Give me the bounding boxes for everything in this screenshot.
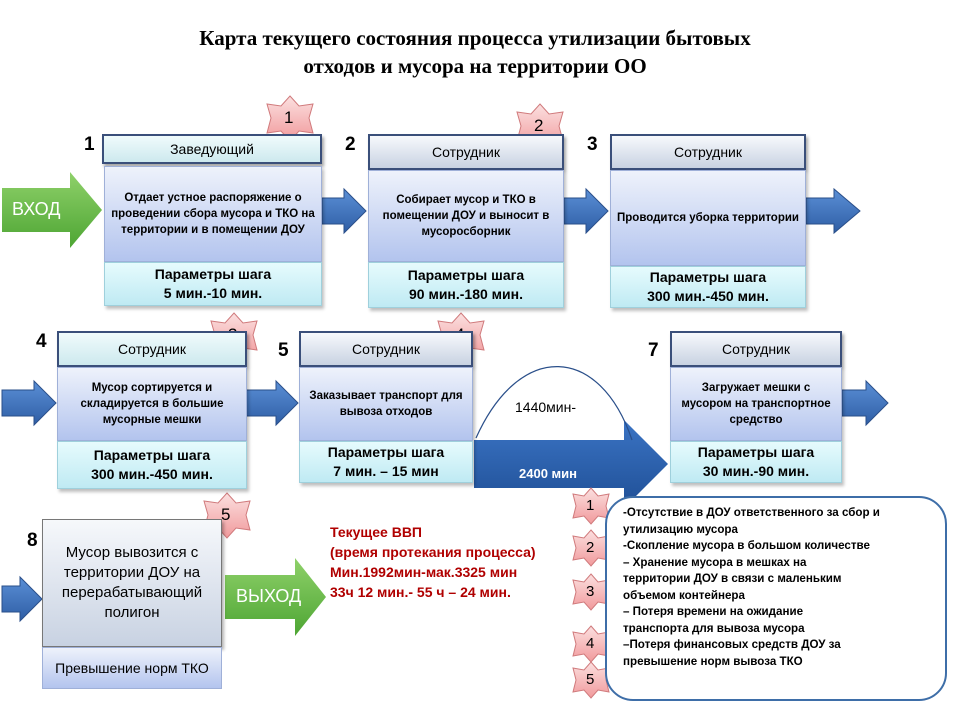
- step-4-action: Мусор сортируется и складируется в больш…: [57, 367, 247, 441]
- step-number-2: 2: [345, 134, 356, 155]
- star-step-8-number: 5: [221, 505, 231, 524]
- flow-arrow-3-out: [805, 187, 861, 235]
- wait-arrow: [474, 420, 668, 508]
- title-line-1: Карта текущего состояния процесса утилиз…: [199, 26, 751, 50]
- flow-arrow-in-8: [1, 575, 43, 623]
- problem-line: объемом контейнера: [623, 588, 745, 602]
- flow-arrow-in-4: [1, 379, 57, 427]
- cycle-time-line-3: Мин.1992мин-мак.3325 мин: [330, 564, 518, 580]
- star-step-2-number: 2: [534, 116, 544, 135]
- step-4-time: 300 мин.-450 мин.: [91, 466, 213, 482]
- step-2-role: Сотрудник: [368, 134, 564, 170]
- step-number-5: 5: [278, 340, 289, 361]
- step-7-role: Сотрудник: [670, 331, 842, 367]
- step-1-params-label: Параметры шага: [154, 266, 272, 282]
- flow-arrow-4-5: [245, 379, 299, 427]
- step-5-params: Параметры шага 7 мин. – 15 мин: [299, 441, 473, 483]
- flow-arrow-7-out: [841, 379, 889, 427]
- star-problem-2-number: 2: [586, 539, 595, 556]
- problem-line: -Скопление мусора в большом количестве: [623, 539, 870, 552]
- step-3-action: Проводится уборка территории: [610, 170, 806, 266]
- step-5-action: Заказывает транспорт для вывоза отходов: [299, 367, 473, 441]
- step-5-time: 7 мин. – 15 мин: [333, 463, 439, 479]
- diagram-title: Карта текущего состояния процесса утилиз…: [60, 24, 890, 80]
- step-number-3: 3: [587, 134, 598, 155]
- step-2-params: Параметры шага 90 мин.-180 мин.: [368, 262, 564, 308]
- problem-line: территории ДОУ в связи с маленьким: [623, 572, 842, 585]
- step-2-time: 90 мин.-180 мин.: [409, 286, 523, 302]
- entry-arrow: [2, 172, 102, 248]
- star-problem-3-number: 3: [586, 583, 595, 600]
- problem-line: превышение норм вывоза ТКО: [623, 654, 803, 668]
- step-2-params-label: Параметры шага: [407, 267, 525, 283]
- step-3-params-label: Параметры шага: [649, 269, 767, 285]
- step-1-params: Параметры шага 5 мин.-10 мин.: [104, 262, 322, 306]
- flow-arrow-1-2: [321, 187, 367, 235]
- title-line-2: отходов и мусора на территории ОО: [303, 54, 647, 78]
- step-2-action: Собирает мусор и ТКО в помещении ДОУ и в…: [368, 170, 564, 262]
- step-1-role: Заведующий: [102, 134, 322, 164]
- step-number-1: 1: [84, 134, 95, 155]
- step-7-params-label: Параметры шага: [697, 444, 815, 460]
- step-4-params-label: Параметры шага: [93, 447, 211, 463]
- step-number-7: 7: [648, 340, 659, 361]
- wait-top-label: 1440мин-: [515, 399, 576, 415]
- cycle-time: Текущее ВВП (время протекания процесса) …: [330, 522, 536, 602]
- step-7-params: Параметры шага 30 мин.-90 мин.: [670, 441, 842, 483]
- step-3-role: Сотрудник: [610, 134, 806, 170]
- entry-label: ВХОД: [12, 199, 61, 219]
- step-3-params: Параметры шага 300 мин.-450 мин.: [610, 266, 806, 308]
- cycle-time-line-2: (время протекания процесса): [330, 544, 536, 560]
- wait-bottom-label: 2400 мин: [519, 466, 577, 481]
- problem-line: – Хранение мусора в мешках на: [623, 555, 807, 569]
- step-8-excess: Превышение норм ТКО: [42, 647, 222, 689]
- star-problem-4-number: 4: [586, 635, 595, 652]
- step-4-params: Параметры шага 300 мин.-450 мин.: [57, 441, 247, 489]
- problem-line: –Потеря финансовых средств ДОУ за: [623, 638, 841, 651]
- exit-arrow: [225, 558, 326, 636]
- cycle-time-line-1: Текущее ВВП: [330, 524, 422, 540]
- wait-arc: [475, 366, 633, 441]
- star-problem-1-number: 1: [586, 497, 595, 514]
- exit-label: ВЫХОД: [236, 586, 302, 606]
- star-problem-1: [572, 487, 610, 525]
- step-1-action: Отдает устное распоряжение о проведении …: [104, 166, 322, 262]
- step-number-8: 8: [27, 530, 38, 551]
- cycle-time-line-4: 33ч 12 мин.- 55 ч – 24 мин.: [330, 584, 511, 600]
- problem-line: транспорта для вывоза мусора: [623, 621, 805, 635]
- step-1-time: 5 мин.-10 мин.: [163, 285, 263, 301]
- step-number-4: 4: [36, 331, 47, 352]
- problem-line: – Потеря времени на ожидание: [623, 605, 804, 618]
- flow-arrow-2-3: [563, 187, 609, 235]
- problems-box: -Отсутствие в ДОУ ответственного за сбор…: [605, 496, 947, 701]
- step-8-action: Мусор вывозится с территории ДОУ на пере…: [42, 519, 222, 647]
- step-3-time: 300 мин.-450 мин.: [647, 288, 769, 304]
- problem-line: утилизацию мусора: [623, 522, 738, 536]
- problem-line: -Отсутствие в ДОУ ответственного за сбор…: [623, 506, 880, 519]
- step-5-role: Сотрудник: [299, 331, 473, 367]
- step-5-params-label: Параметры шага: [327, 444, 445, 460]
- step-7-time: 30 мин.-90 мин.: [702, 463, 810, 479]
- step-4-role: Сотрудник: [57, 331, 247, 367]
- step-7-action: Загружает мешки с мусором на транспортно…: [670, 367, 842, 441]
- star-problem-5-number: 5: [586, 671, 595, 688]
- star-step-1-number: 1: [284, 108, 294, 127]
